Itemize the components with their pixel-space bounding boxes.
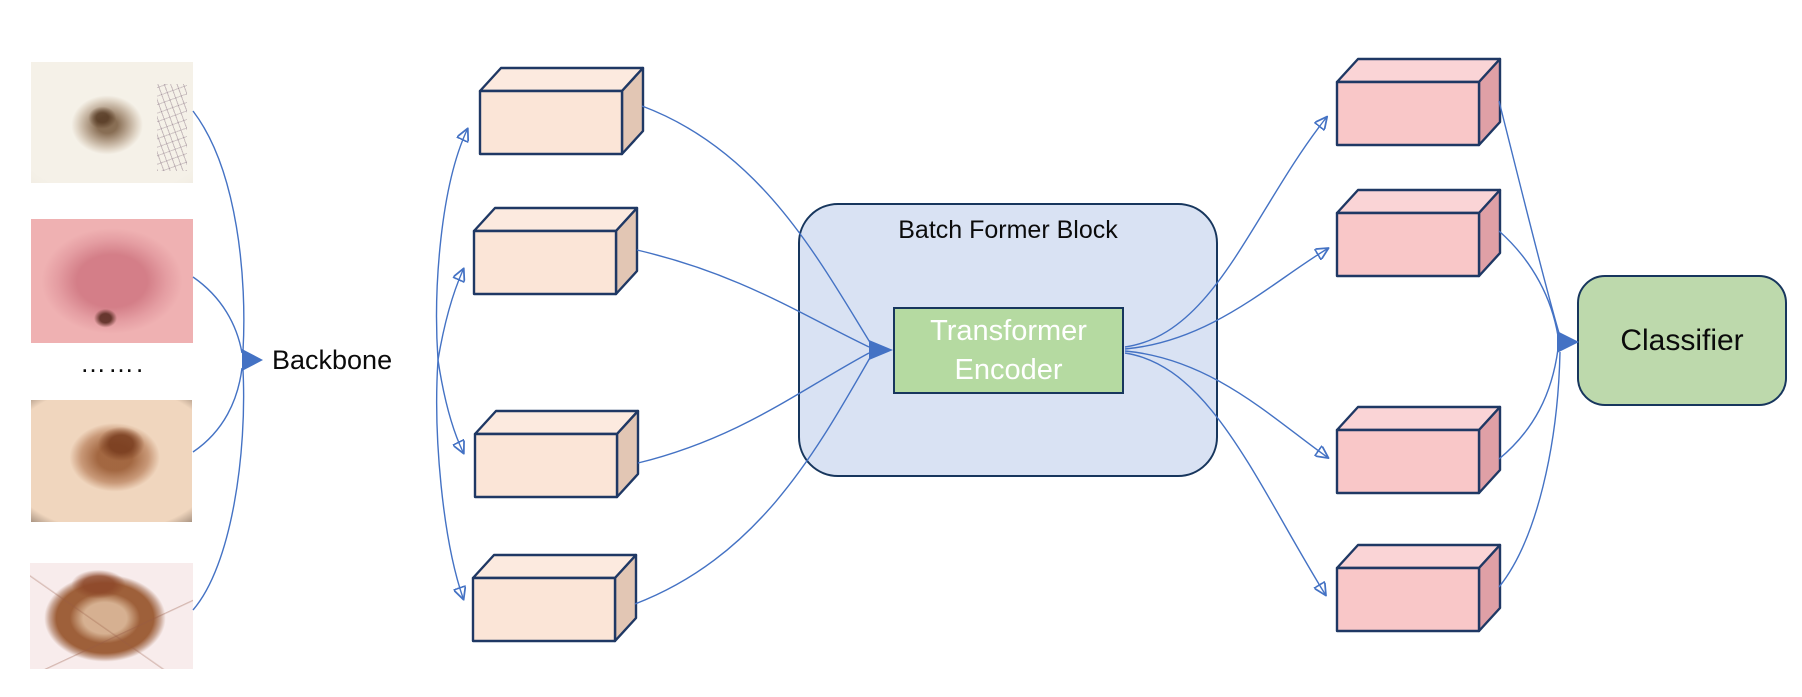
backbone-arrowhead: [242, 349, 263, 371]
batch-former-block-title: Batch Former Block: [898, 216, 1118, 244]
output-feature-cube-2: [1335, 188, 1502, 278]
transformer-encoder-line1: Transformer: [930, 314, 1087, 347]
output-feature-cube-3: [1335, 405, 1502, 495]
output-feature-cube-1: [1335, 57, 1502, 147]
transformer-encoder-line2: Encoder: [954, 353, 1063, 386]
cube-top-face: [478, 66, 645, 93]
dermoscopy-image-2: [31, 219, 193, 343]
classifier-arrowhead: [1557, 331, 1579, 353]
dermoscopy-image-1: [31, 62, 193, 183]
arrows-backbone-to-features: [435, 130, 467, 598]
classifier-label: Classifier: [1620, 323, 1744, 357]
cube-front-face: [478, 89, 624, 156]
transformer-encoder-box: Transformer Encoder: [893, 307, 1124, 394]
backbone-label: Backbone: [272, 345, 393, 375]
arrows-images-to-backbone: [192, 110, 263, 611]
classifier-box: Classifier: [1577, 275, 1787, 406]
dermoscopy-image-3: [31, 400, 192, 522]
input-feature-cube-4: [471, 553, 638, 643]
more-images-ellipsis: …….: [80, 348, 146, 378]
dermoscopy-image-4: [30, 563, 193, 669]
arrows-outputs-to-classifier: [1498, 100, 1579, 588]
output-feature-cube-4: [1335, 543, 1502, 633]
input-feature-cube-2: [472, 206, 639, 296]
input-feature-cube-3: [473, 409, 640, 499]
input-feature-cube-1: [478, 66, 645, 156]
